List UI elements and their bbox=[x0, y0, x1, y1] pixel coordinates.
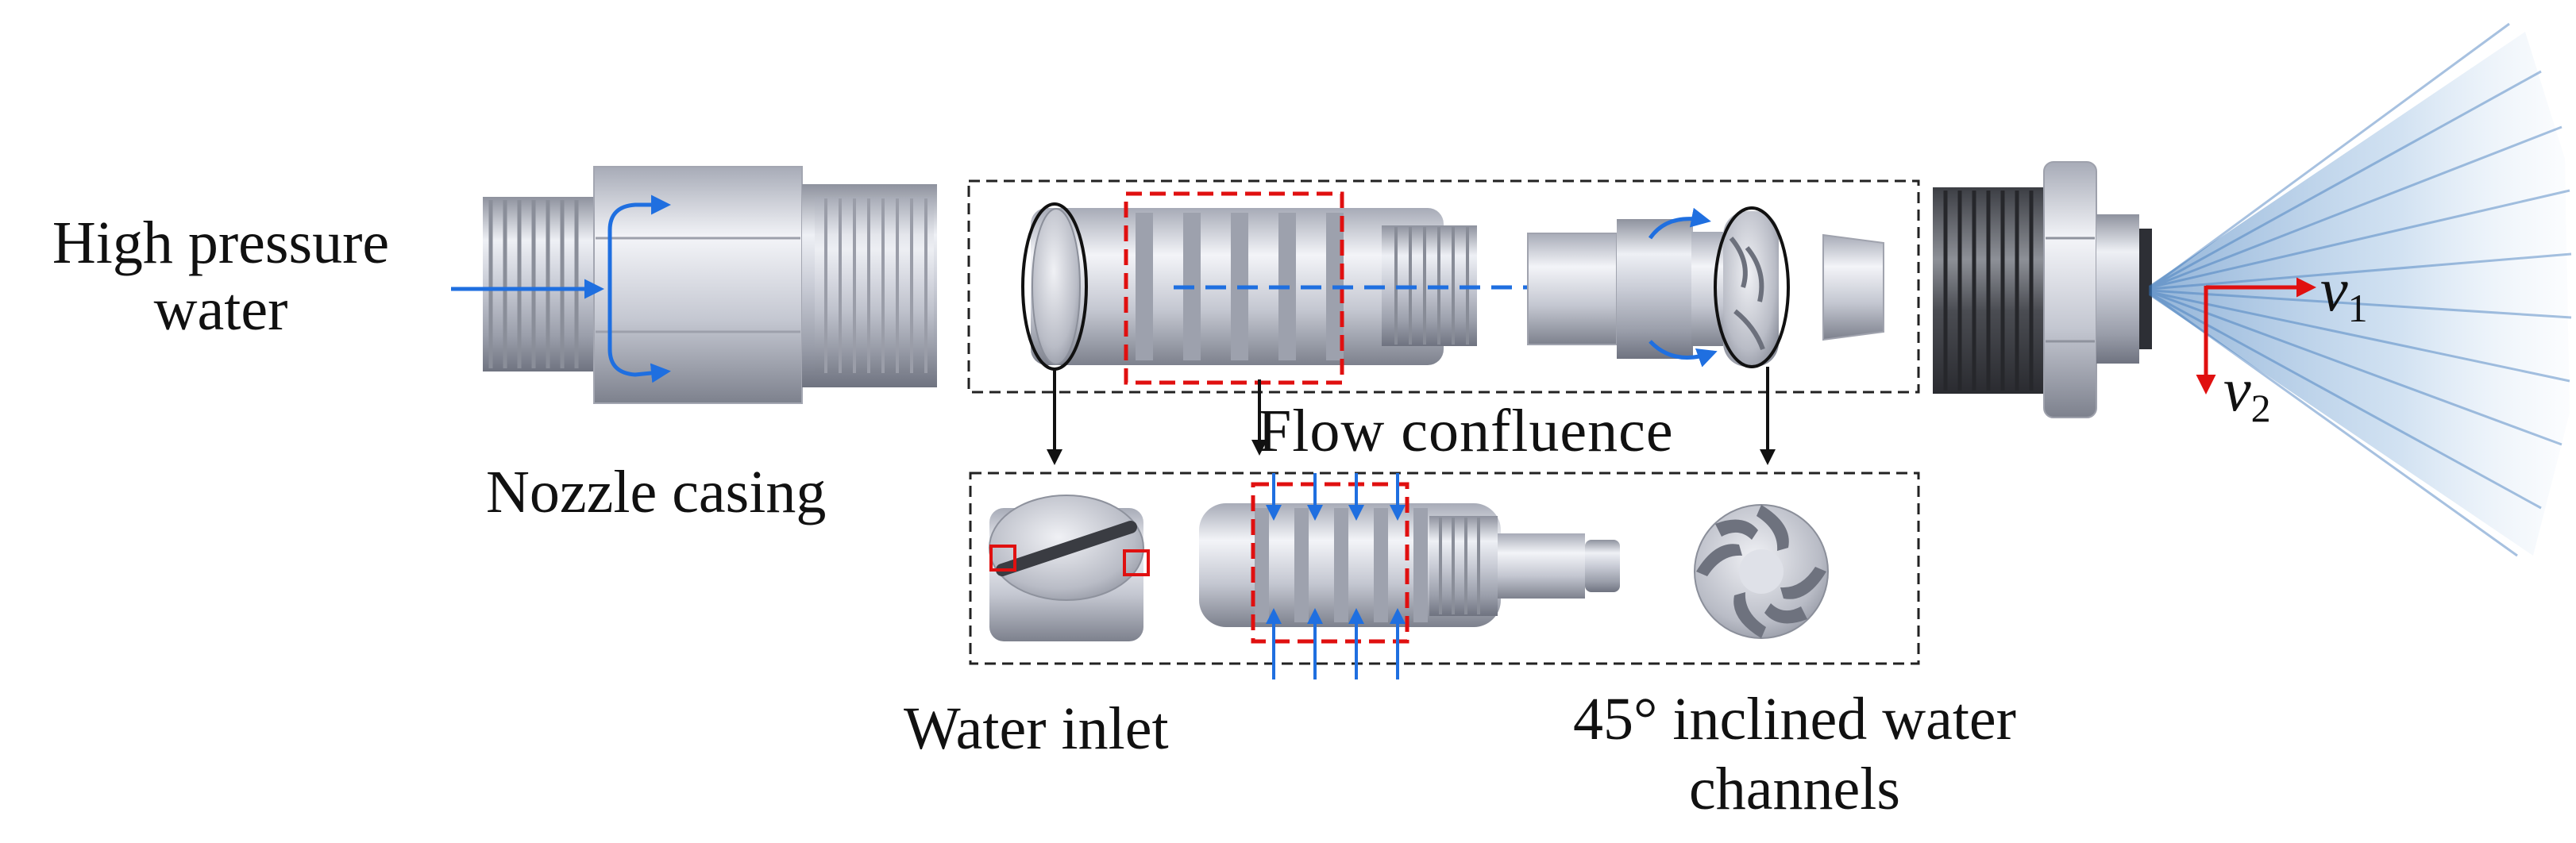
velocity-v1-label: v1 bbox=[2320, 259, 2368, 330]
high-pressure-line2: water bbox=[153, 276, 288, 343]
water-inlet-disc bbox=[989, 495, 1150, 641]
v2-symbol: v bbox=[2223, 355, 2251, 424]
inclined-channels-disc bbox=[1694, 504, 1829, 639]
v1-symbol: v bbox=[2320, 255, 2348, 324]
water-inlet-highlight-ellipse bbox=[1021, 202, 1088, 371]
flow-confluence-label: Flow confluence bbox=[1258, 398, 1674, 464]
casing-flow-arrows bbox=[451, 194, 671, 383]
inclined-channels-label: 45° inclined water channels bbox=[1509, 689, 2080, 829]
nozzle-casing-label: Nozzle casing bbox=[486, 459, 827, 525]
v2-subscript: 2 bbox=[2250, 386, 2271, 430]
velocity-arrows bbox=[2196, 277, 2316, 395]
v1-subscript: 1 bbox=[2347, 286, 2368, 330]
upper-dashed-frame bbox=[967, 179, 1920, 394]
nozzle-casing-part bbox=[483, 166, 937, 404]
high-pressure-water-label: High pressure water bbox=[14, 213, 427, 340]
assembled-nozzle bbox=[1933, 161, 2152, 418]
inflow-arrows bbox=[1266, 473, 1406, 679]
velocity-v2-label: v2 bbox=[2223, 359, 2271, 430]
spray-cone bbox=[2149, 22, 2572, 557]
connector-arrows bbox=[1047, 367, 1776, 465]
inner-nozzle-flow-arrows bbox=[1648, 207, 1718, 368]
inclined-line2: channels bbox=[1689, 756, 1900, 822]
channels-highlight-ellipse bbox=[1714, 206, 1790, 368]
water-inlet-label: Water inlet bbox=[904, 695, 1169, 762]
lower-swirl-highlight-box bbox=[1251, 482, 1409, 644]
lower-dashed-frame bbox=[969, 472, 1920, 665]
high-pressure-line1: High pressure bbox=[52, 210, 390, 276]
inclined-line1: 45° inclined water bbox=[1573, 686, 2016, 753]
inner-nozzle-upper bbox=[1527, 211, 1884, 367]
swirl-core-lower bbox=[1199, 503, 1620, 627]
